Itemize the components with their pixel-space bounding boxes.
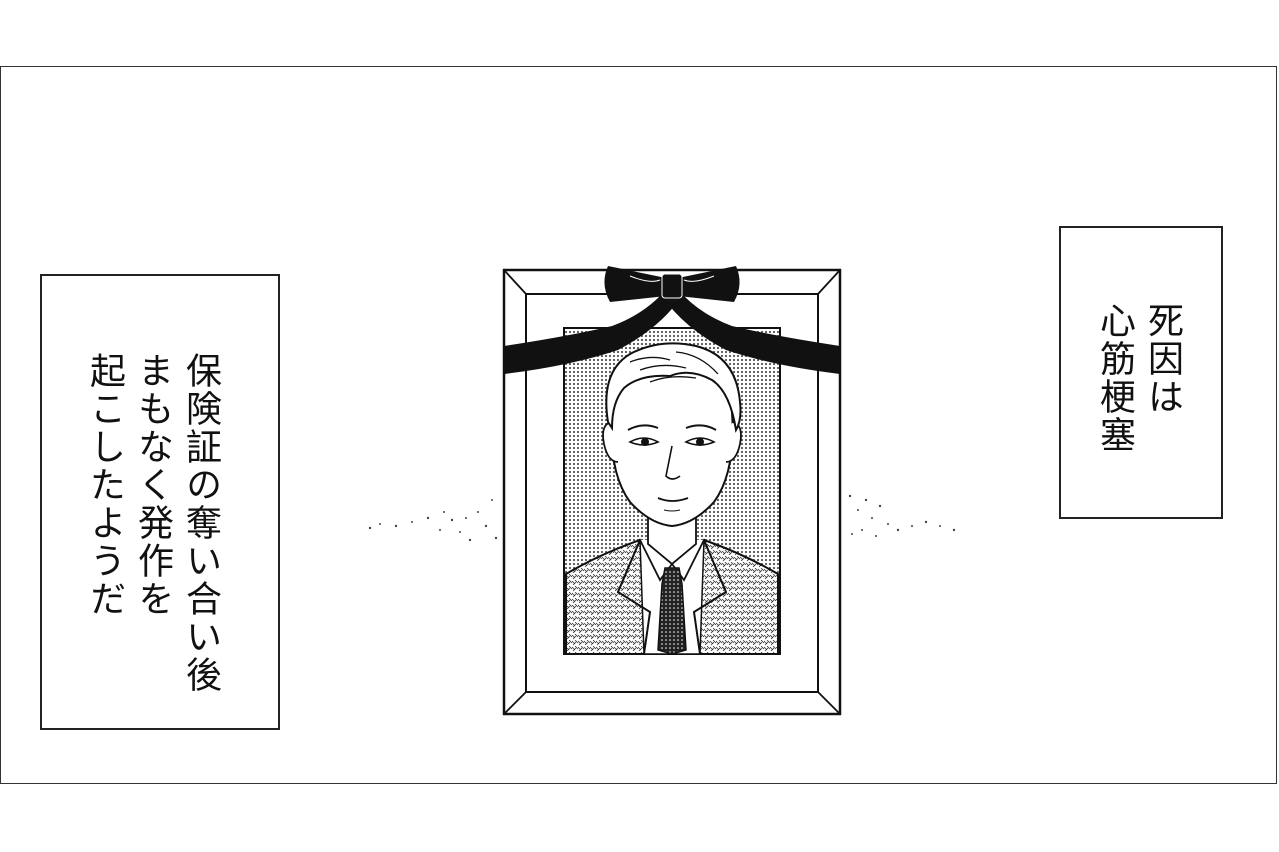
narration-line: 死因は [1142, 302, 1183, 416]
necktie [657, 567, 687, 655]
narration-box-left: 保険証の奪い合い後 まもなく発作を 起こしたようだ [40, 274, 280, 730]
hair [605, 342, 742, 433]
narration-line: まもなく発作を [132, 352, 173, 618]
narration-line: 心筋梗塞 [1094, 302, 1135, 454]
narration-box-right: 死因は 心筋梗塞 [1059, 226, 1223, 519]
bow-right-loop [678, 266, 740, 302]
mourning-ribbon-right [662, 282, 840, 374]
narration-line: 保険証の奪い合い後 [180, 352, 221, 694]
narration-text-right: 死因は 心筋梗塞 [1090, 302, 1186, 454]
bow-left-loop [604, 266, 666, 302]
narration-line: 起こしたようだ [84, 352, 125, 618]
bow-knot [661, 273, 683, 299]
narration-text-left: 保険証の奪い合い後 まもなく発作を 起こしたようだ [80, 352, 224, 694]
mourning-ribbon-left [504, 282, 682, 374]
memorial-portrait [502, 266, 842, 716]
